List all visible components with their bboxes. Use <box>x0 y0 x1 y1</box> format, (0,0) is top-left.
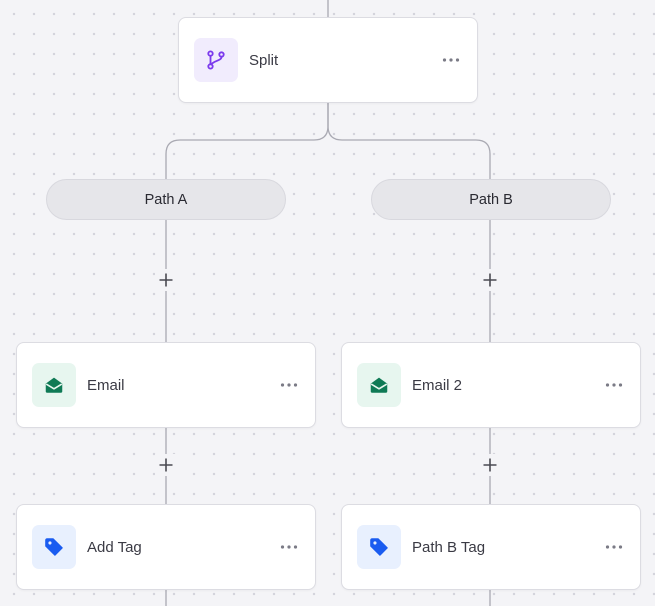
path-a-label: Path A <box>144 191 188 208</box>
more-icon <box>442 58 460 62</box>
email-node-path-b[interactable]: Email 2 <box>341 342 641 428</box>
tag-icon <box>45 538 63 556</box>
path-b-tag-node[interactable]: Path B Tag <box>341 504 641 590</box>
email-node-icon-tile <box>32 363 76 407</box>
more-icon <box>605 383 623 387</box>
git-branch-icon <box>207 50 225 70</box>
plus-icon <box>159 458 173 472</box>
add-tag-node-path-a[interactable]: Add Tag <box>16 504 316 590</box>
email-node-path-a[interactable]: Email <box>16 342 316 428</box>
envelope-icon <box>370 377 388 393</box>
path-a-pill[interactable]: Path A <box>46 179 286 220</box>
add-step-button-path-a-1[interactable] <box>155 269 177 291</box>
path-b-pill[interactable]: Path B <box>371 179 611 220</box>
add-step-button-path-a-2[interactable] <box>155 454 177 476</box>
add-step-button-path-b-2[interactable] <box>479 454 501 476</box>
add-step-button-path-b-1[interactable] <box>479 269 501 291</box>
path-b-tag-node-more-button[interactable] <box>602 537 626 557</box>
envelope-icon <box>45 377 63 393</box>
tag-icon <box>370 538 388 556</box>
email-node-more-button[interactable] <box>277 375 301 395</box>
plus-icon <box>483 273 497 287</box>
split-node-icon-tile <box>194 38 238 82</box>
add-tag-node-label: Add Tag <box>87 538 142 556</box>
more-icon <box>280 545 298 549</box>
email-2-node-label: Email 2 <box>412 376 463 394</box>
email-node-label: Email <box>87 376 125 394</box>
plus-icon <box>483 458 497 472</box>
more-icon <box>280 383 298 387</box>
more-icon <box>605 545 623 549</box>
split-node[interactable]: Split <box>178 17 478 103</box>
path-b-label: Path B <box>469 191 513 208</box>
plus-icon <box>159 273 173 287</box>
email-2-node-icon-tile <box>357 363 401 407</box>
add-tag-node-more-button[interactable] <box>277 537 301 557</box>
path-b-tag-node-label: Path B Tag <box>412 538 486 556</box>
path-b-tag-node-icon-tile <box>357 525 401 569</box>
email-2-node-more-button[interactable] <box>602 375 626 395</box>
split-node-label: Split <box>249 51 279 69</box>
split-node-more-button[interactable] <box>439 50 463 70</box>
add-tag-node-icon-tile <box>32 525 76 569</box>
